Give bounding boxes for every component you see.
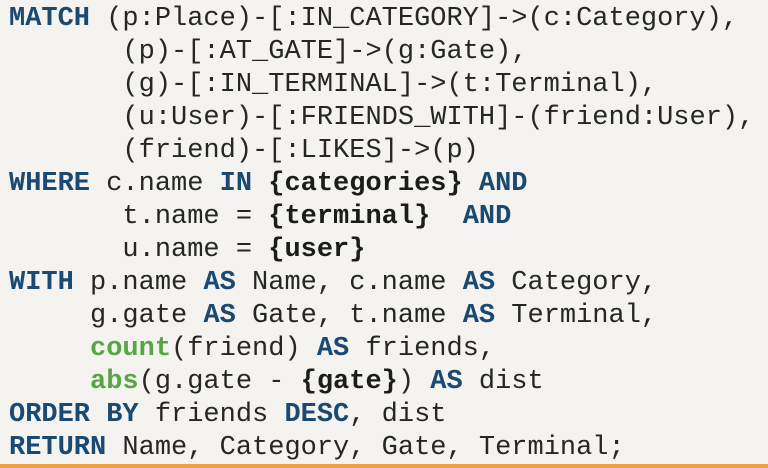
code-token-plain: , dist xyxy=(349,400,447,430)
code-token-plain: Category, xyxy=(495,268,658,298)
code-line: abs(g.gate - {gate}) AS dist xyxy=(9,366,768,399)
code-token-plain: (friend) xyxy=(171,334,317,364)
code-line: MATCH (p:Place)-[:IN_CATEGORY]->(c:Categ… xyxy=(9,3,768,36)
code-token-kw: AS xyxy=(462,268,496,298)
code-token-plain: u.name = xyxy=(9,235,269,265)
code-token-plain: friends xyxy=(138,400,285,430)
code-token-kw: AS xyxy=(316,334,350,364)
code-token-plain xyxy=(252,169,268,199)
code-token-kw: AS xyxy=(462,301,496,331)
code-line: u.name = {user} xyxy=(9,234,768,267)
code-token-param: {terminal} xyxy=(268,202,431,232)
code-token-plain: ) xyxy=(397,367,431,397)
code-line: ORDER BY friends DESC, dist xyxy=(9,399,768,432)
cypher-query-code: MATCH (p:Place)-[:IN_CATEGORY]->(c:Categ… xyxy=(9,3,768,465)
code-token-plain: (p:Place)-[:IN_CATEGORY]->(c:Category), xyxy=(90,4,739,34)
code-token-fn: count xyxy=(90,334,172,364)
code-token-param: {gate} xyxy=(300,367,398,397)
code-token-plain: c.name xyxy=(90,169,220,199)
code-token-kw: IN xyxy=(219,169,253,199)
code-token-kw: RETURN xyxy=(9,433,107,463)
code-token-plain xyxy=(9,334,90,364)
code-token-kw: ORDER BY xyxy=(9,400,139,430)
code-token-plain: (g.gate - xyxy=(138,367,301,397)
code-token-kw: WHERE xyxy=(9,169,91,199)
code-token-kw: DESC xyxy=(284,400,350,430)
code-token-plain: p.name xyxy=(73,268,204,298)
code-token-plain: g.gate xyxy=(9,301,204,331)
code-token-kw: WITH xyxy=(9,268,74,298)
code-token-plain xyxy=(430,202,462,232)
code-token-fn: abs xyxy=(90,367,139,397)
code-token-plain: t.name = xyxy=(9,202,269,232)
code-token-kw: MATCH xyxy=(9,4,91,34)
code-token-plain xyxy=(463,169,479,199)
code-token-plain: Name, c.name xyxy=(235,268,463,298)
code-token-plain: (u:User)-[:FRIENDS_WITH]-(friend:User), xyxy=(9,103,755,133)
code-token-param: {user} xyxy=(268,235,366,265)
code-line: t.name = {terminal} AND xyxy=(9,201,768,234)
code-token-kw: AS xyxy=(203,268,236,298)
code-token-plain: Name, Category, Gate, Terminal; xyxy=(106,433,625,463)
code-token-kw: AS xyxy=(203,301,236,331)
code-token-plain: (p)-[:AT_GATE]->(g:Gate), xyxy=(9,37,528,67)
bottom-accent-bar xyxy=(0,464,768,468)
code-token-plain: dist xyxy=(462,367,544,397)
code-line: (p)-[:AT_GATE]->(g:Gate), xyxy=(9,36,768,69)
code-line: (u:User)-[:FRIENDS_WITH]-(friend:User), xyxy=(9,102,768,135)
code-line: RETURN Name, Category, Gate, Terminal; xyxy=(9,432,768,465)
code-token-kw: AS xyxy=(430,367,463,397)
code-line: count(friend) AS friends, xyxy=(9,333,768,366)
code-token-plain: friends, xyxy=(349,334,496,364)
code-token-kw: AND xyxy=(462,202,512,232)
code-line: (g)-[:IN_TERMINAL]->(t:Terminal), xyxy=(9,69,768,102)
code-token-plain: (g)-[:IN_TERMINAL]->(t:Terminal), xyxy=(9,70,658,100)
code-token-param: {categories} xyxy=(268,169,463,199)
code-line: WITH p.name AS Name, c.name AS Category, xyxy=(9,267,768,300)
code-line: (friend)-[:LIKES]->(p) xyxy=(9,135,768,168)
code-token-plain: Gate, t.name xyxy=(235,301,463,331)
code-token-plain: Terminal, xyxy=(495,301,658,331)
code-token-plain xyxy=(9,367,90,397)
code-token-plain: (friend)-[:LIKES]->(p) xyxy=(9,136,479,166)
code-line: WHERE c.name IN {categories} AND xyxy=(9,168,768,201)
code-token-kw: AND xyxy=(478,169,528,199)
code-line: g.gate AS Gate, t.name AS Terminal, xyxy=(9,300,768,333)
